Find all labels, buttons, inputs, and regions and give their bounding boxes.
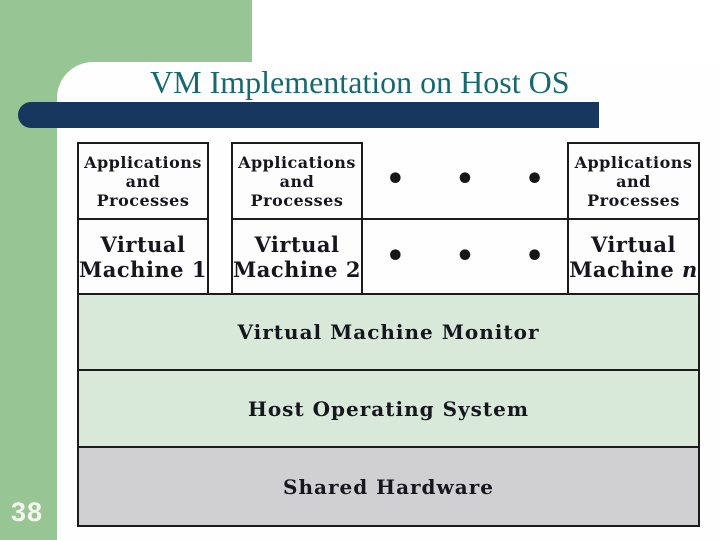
ellipsis-cell-bottom: • • • [363,220,567,296]
apps-line: and [616,171,651,191]
apps-box-vm1: Applications and Processes [77,142,209,220]
vm-line: Machine 1 [79,256,207,282]
apps-box-vm2: Applications and Processes [231,142,363,220]
ellipsis-region: • • • • • • [361,142,569,296]
vm-line: Virtual [254,231,340,257]
vm-line: Virtual [100,231,186,257]
row-divider-line [361,217,569,220]
shared-hardware-layer: Shared Hardware [77,446,700,527]
ellipsis-dots: • • • [385,239,565,275]
page-number: 38 [11,497,44,527]
slide-title: VM Implementation on Host OS [150,64,570,100]
vm-line-prefix: Machine [569,256,683,282]
vm2-box: Virtual Machine 2 [231,218,363,295]
title-accent-bar [18,102,599,128]
apps-box-vmn: Applications and Processes [567,142,700,220]
apps-line: and [279,171,315,191]
layer-label: Virtual Machine Monitor [237,320,540,344]
virtual-machine-monitor-layer: Virtual Machine Monitor [77,293,700,371]
vm1-box: Virtual Machine 1 [77,218,209,295]
apps-line: Processes [96,190,190,210]
host-operating-system-layer: Host Operating System [77,369,700,448]
vm-line: Virtual [590,231,677,257]
layer-label: Host Operating System [247,396,530,421]
apps-line: Applications [84,152,202,172]
vm-line: Machine n [569,257,698,282]
apps-line: Processes [587,190,680,210]
apps-line: Processes [250,190,344,210]
layer-label: Shared Hardware [283,474,494,499]
vmn-box: Virtual Machine n [567,218,700,295]
ellipsis-cell-top: • • • [363,142,567,218]
apps-line: and [125,171,161,191]
vm-line: Machine 2 [233,256,361,282]
vm-index-variable: n [682,256,698,282]
ellipsis-dots: • • • [385,161,565,197]
apps-line: Applications [238,152,356,172]
apps-line: Applications [574,152,693,172]
